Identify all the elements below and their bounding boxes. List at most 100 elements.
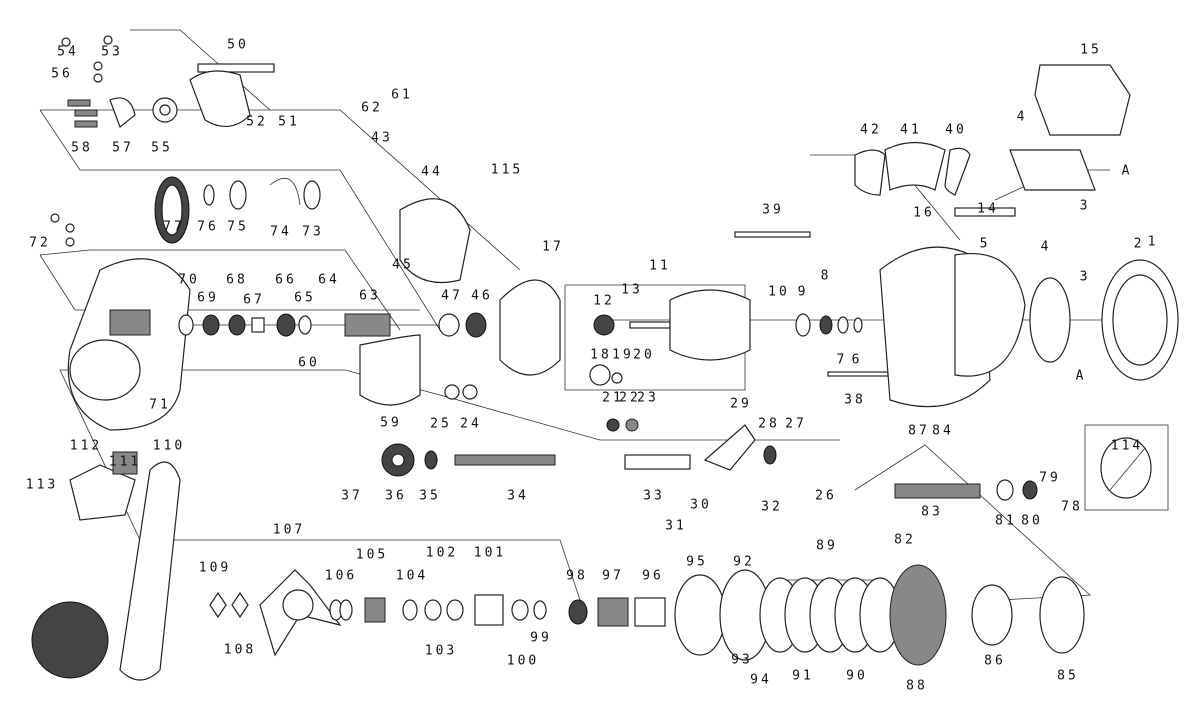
- part-number-label: 80: [1021, 513, 1043, 529]
- part-number-label: 29: [730, 396, 752, 412]
- part-number-label: 3: [1079, 269, 1091, 285]
- part-number-label: 81: [995, 513, 1017, 529]
- lower-middle-parts: [381, 364, 777, 477]
- part-number-label: 40: [945, 122, 967, 138]
- part-number-label: 65: [294, 290, 316, 306]
- part-number-label: 59: [380, 415, 402, 431]
- part-number-label: 76: [197, 219, 219, 235]
- right-side-parts: [854, 64, 1179, 501]
- part-number-label: 83: [921, 504, 943, 520]
- part-number-label: 42: [860, 122, 882, 138]
- part-number-label: 51: [278, 114, 300, 130]
- part-number-label: 1: [1147, 234, 1159, 250]
- part-number-label: 113: [25, 477, 59, 493]
- part-number-label: 55: [151, 140, 173, 156]
- part-number-label: 31: [665, 518, 687, 534]
- part-number-label: 89: [816, 538, 838, 554]
- part-number-label: 37: [341, 488, 363, 504]
- part-number-label: 115: [490, 162, 524, 178]
- part-number-label: 93: [731, 652, 753, 668]
- part-number-label: 103: [424, 643, 458, 659]
- part-number-label: 64: [318, 272, 340, 288]
- part-number-label: 17: [542, 239, 564, 255]
- part-number-label: 25: [430, 416, 452, 432]
- part-number-label: 92: [733, 554, 755, 570]
- part-number-label: 4: [1016, 109, 1028, 125]
- part-number-label: 50: [227, 37, 249, 53]
- part-number-label: 8: [820, 268, 832, 284]
- part-number-label: 75: [227, 219, 249, 235]
- part-number-label: 22: [619, 390, 641, 406]
- part-number-label: 30: [690, 497, 712, 513]
- part-number-label: 105: [355, 547, 389, 563]
- part-number-label: 33: [643, 488, 665, 504]
- part-number-label: 19: [612, 347, 634, 363]
- part-number-label: 7: [836, 352, 848, 368]
- part-number-label: 12: [593, 293, 615, 309]
- part-number-label: 53: [101, 44, 123, 60]
- part-number-label: 79: [1039, 470, 1061, 486]
- part-number-label: 78: [1061, 499, 1083, 515]
- part-number-label: 21: [602, 390, 624, 406]
- part-number-label: 10: [768, 284, 790, 300]
- part-number-label: 27: [785, 416, 807, 432]
- part-number-label: 104: [395, 568, 429, 584]
- part-number-label: 77: [163, 219, 185, 235]
- part-number-label: 90: [846, 668, 868, 684]
- part-number-label: 112: [69, 438, 103, 454]
- part-number-label: 109: [198, 560, 232, 576]
- part-number-label: 68: [226, 272, 248, 288]
- part-number-label: 9: [797, 284, 809, 300]
- part-number-label: 24: [460, 416, 482, 432]
- part-number-label: 4: [1040, 239, 1052, 255]
- part-number-label: 62: [361, 100, 383, 116]
- part-number-label: 88: [906, 678, 928, 694]
- part-number-label: 47: [441, 288, 463, 304]
- part-number-label: 101: [473, 545, 507, 561]
- part-number-label: 15: [1080, 42, 1102, 58]
- part-number-label: 98: [566, 568, 588, 584]
- part-number-label: 67: [243, 292, 265, 308]
- part-number-label: 71: [149, 397, 171, 413]
- part-number-label: 82: [894, 532, 916, 548]
- part-number-label: 108: [223, 642, 257, 658]
- part-number-label: 13: [621, 282, 643, 298]
- handle-and-drag-parts: [31, 451, 1085, 681]
- part-number-label: 94: [750, 672, 772, 688]
- part-number-label: 39: [762, 202, 784, 218]
- part-number-label: 102: [425, 545, 459, 561]
- part-number-label: 5: [979, 236, 991, 252]
- part-number-label: 34: [507, 488, 529, 504]
- part-number-label: 87: [908, 423, 930, 439]
- part-number-label: 43: [371, 130, 393, 146]
- part-number-label: 28: [758, 416, 780, 432]
- part-number-label: 45: [392, 257, 414, 273]
- part-number-label: 70: [178, 272, 200, 288]
- part-number-label: 86: [984, 653, 1006, 669]
- part-number-label: 11: [649, 258, 671, 274]
- part-number-label: 58: [71, 140, 93, 156]
- part-number-label: 36: [385, 488, 407, 504]
- part-number-label: 63: [359, 288, 381, 304]
- part-number-label: 73: [302, 224, 324, 240]
- part-number-label: 66: [275, 272, 297, 288]
- top-left-parts: [61, 35, 321, 244]
- part-number-label: 74: [270, 224, 292, 240]
- part-number-label: 61: [391, 87, 413, 103]
- part-number-label: 99: [530, 630, 552, 646]
- part-number-label: 72: [29, 235, 51, 251]
- part-number-label: 6: [851, 352, 863, 368]
- part-number-label: 96: [642, 568, 664, 584]
- part-number-label: 26: [815, 488, 837, 504]
- part-number-label: 91: [792, 668, 814, 684]
- part-number-label: 18: [590, 347, 612, 363]
- part-number-label: A: [1075, 368, 1087, 384]
- part-number-label: 2: [1133, 236, 1145, 252]
- part-number-label: 54: [57, 44, 79, 60]
- part-number-label: 111: [108, 454, 142, 470]
- part-number-label: 14: [977, 201, 999, 217]
- part-number-label: 41: [900, 122, 922, 138]
- part-number-label: 69: [197, 290, 219, 306]
- part-number-label: 114: [1110, 438, 1144, 454]
